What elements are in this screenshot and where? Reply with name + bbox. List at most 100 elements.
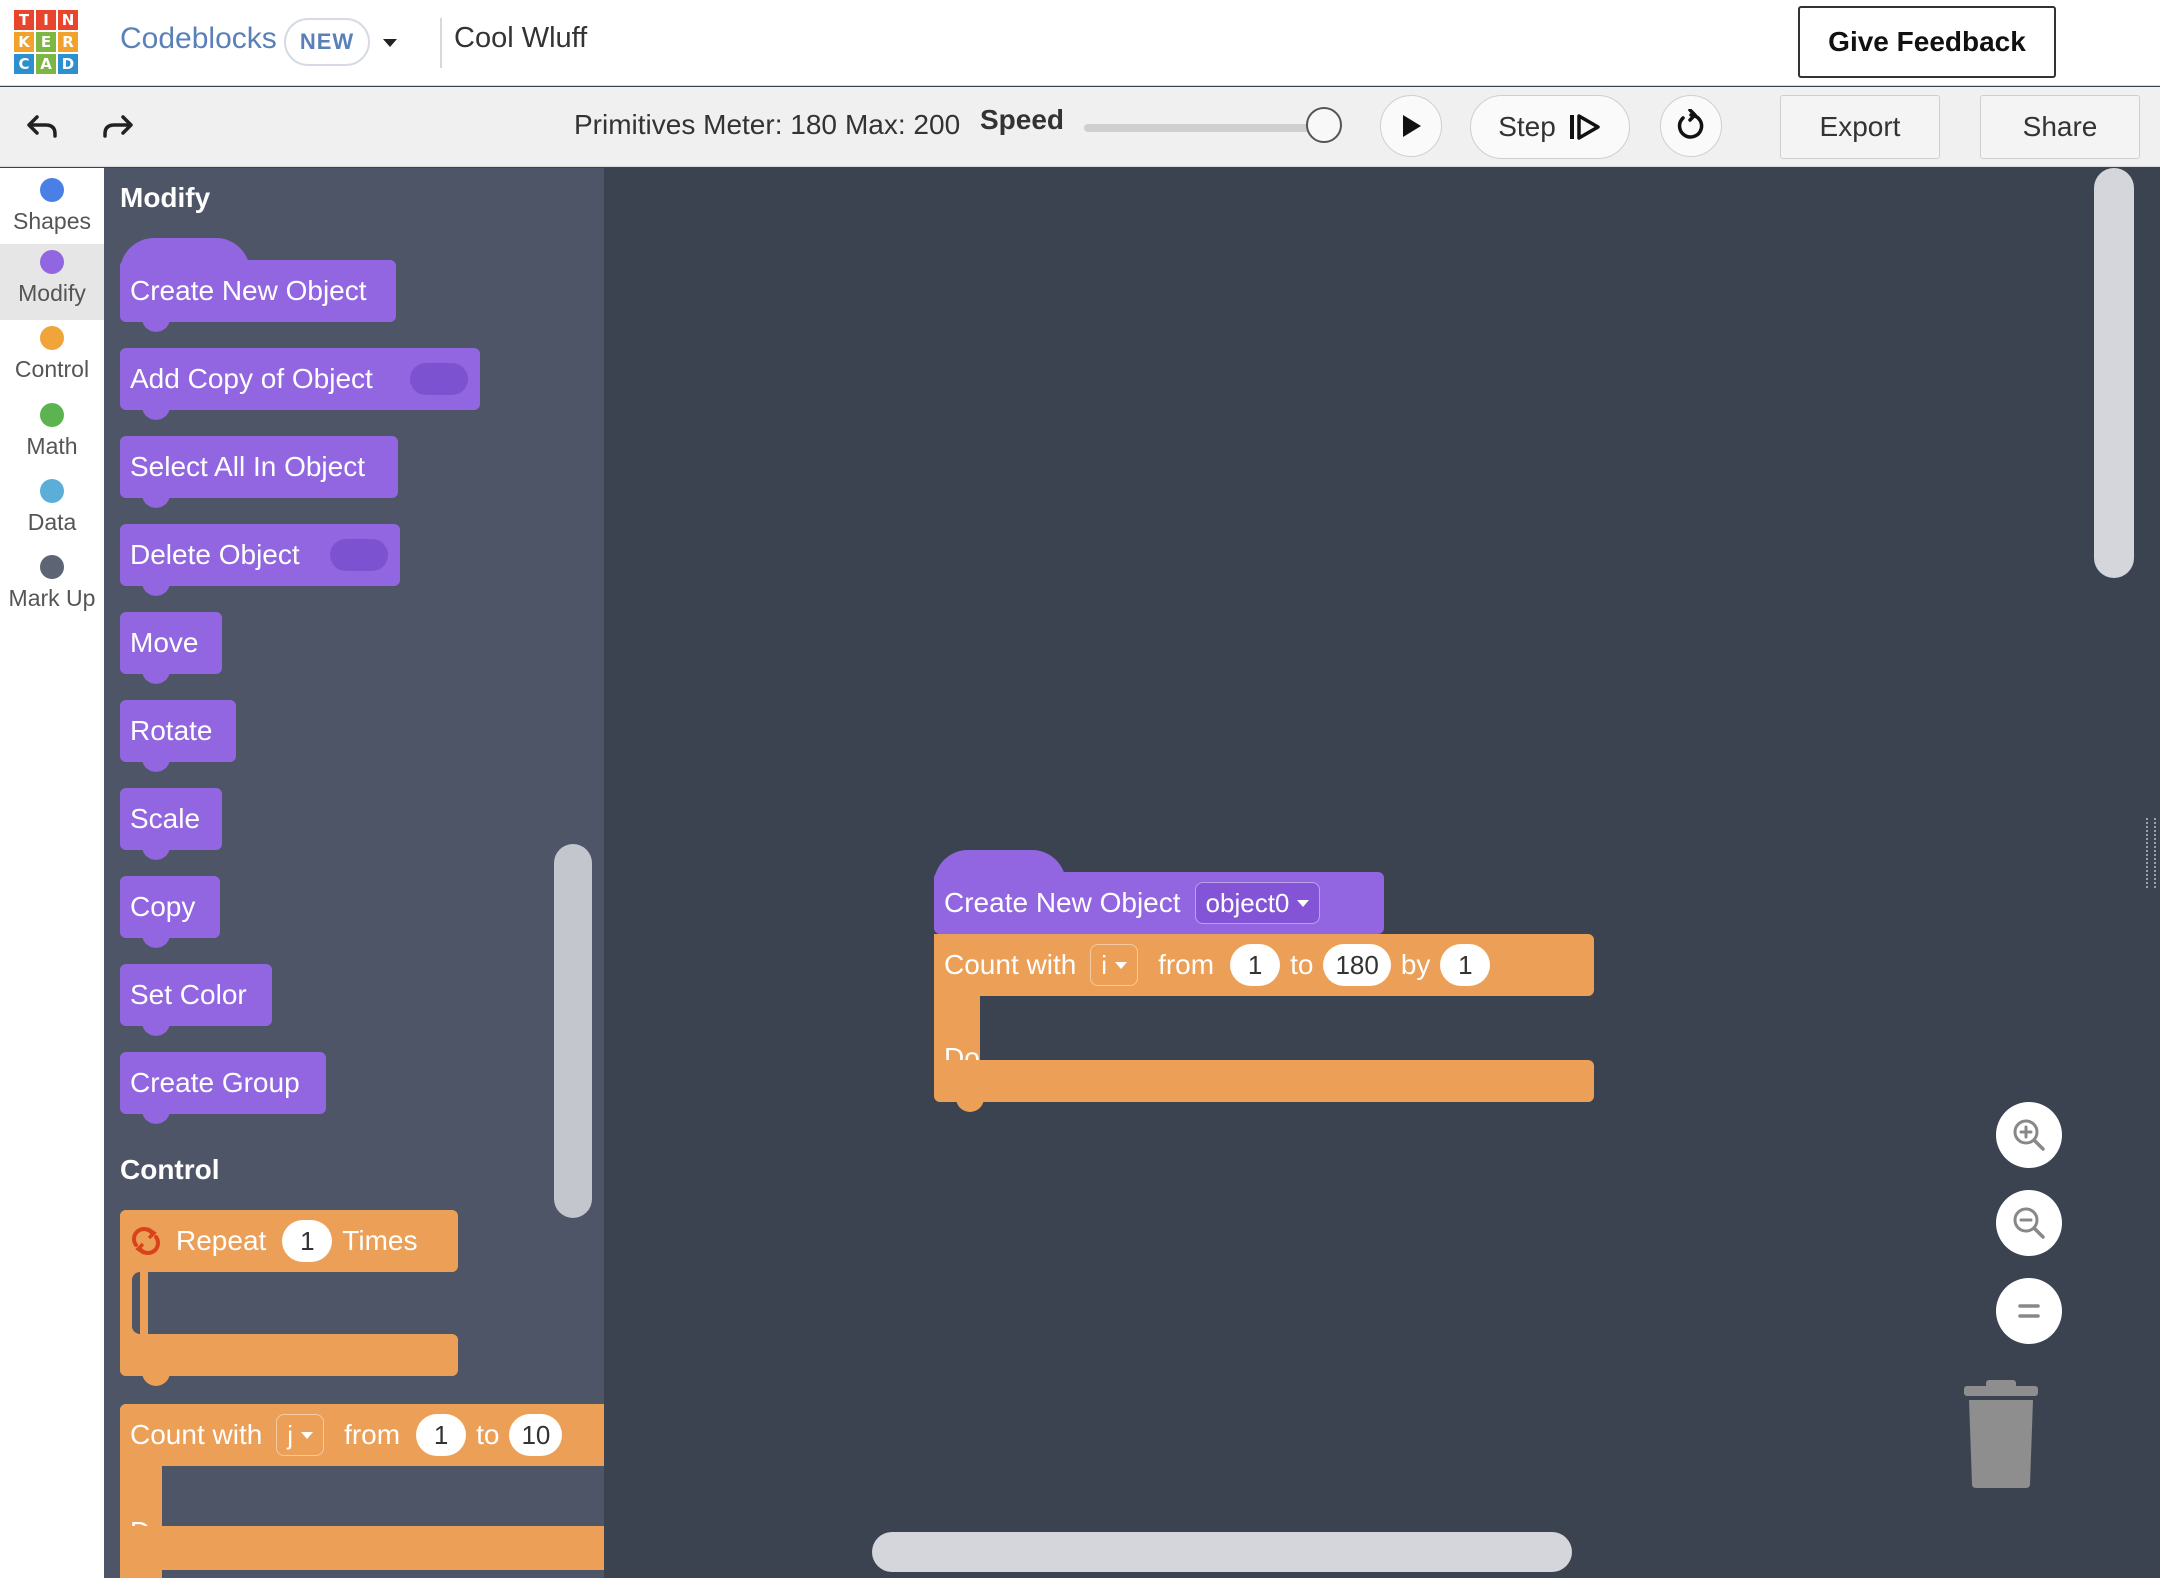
block-label: Add Copy of Object bbox=[130, 363, 373, 394]
resize-handle[interactable] bbox=[2146, 818, 2156, 888]
object-name-dropdown[interactable]: object0 bbox=[1194, 882, 1321, 924]
logo-letter: T bbox=[14, 10, 34, 30]
category-control[interactable]: Control bbox=[0, 320, 104, 396]
block-label: Scale bbox=[130, 803, 201, 834]
zoom-out-button[interactable] bbox=[1996, 1190, 2062, 1256]
project-name[interactable]: Cool Wluff bbox=[454, 22, 588, 54]
zoom-in-icon bbox=[2013, 1119, 2045, 1151]
category-dot bbox=[40, 250, 64, 274]
give-feedback-button[interactable]: Give Feedback bbox=[1798, 6, 2056, 78]
step-button[interactable]: Step bbox=[1470, 95, 1630, 159]
tinkercad-logo[interactable]: T I N K E R C A D bbox=[14, 10, 78, 74]
reset-icon bbox=[1677, 109, 1704, 139]
block-move[interactable]: Move bbox=[120, 612, 222, 684]
count-variable: j bbox=[287, 1419, 294, 1450]
section-title-modify: Modify bbox=[120, 182, 211, 213]
repeat-block-foot bbox=[120, 1334, 458, 1386]
block-label: Select All In Object bbox=[130, 451, 366, 482]
repeat-count-input[interactable]: 1 bbox=[282, 1220, 333, 1262]
logo-letter: K bbox=[14, 32, 34, 52]
chevron-down-icon bbox=[301, 1431, 314, 1439]
count-from-label: from bbox=[1158, 949, 1215, 980]
repeat-slot bbox=[132, 1272, 140, 1334]
play-button[interactable] bbox=[1380, 95, 1442, 157]
block-count-with[interactable]: Count with j from 1 to 10 bbox=[120, 1404, 604, 1466]
count-by-input[interactable]: 1 bbox=[1440, 944, 1491, 986]
ws-count-block-foot bbox=[934, 1060, 1594, 1112]
zoom-reset-icon bbox=[2018, 1304, 2040, 1318]
workspace-vertical-scrollbar[interactable] bbox=[2094, 168, 2134, 578]
block-repeat[interactable]: Repeat 1 Times bbox=[120, 1210, 458, 1272]
new-badge: NEW bbox=[284, 18, 370, 66]
logo-letter: D bbox=[58, 54, 78, 74]
block-set-color[interactable]: Set Color bbox=[120, 964, 272, 1036]
reset-button[interactable] bbox=[1660, 95, 1722, 157]
logo-letter: C bbox=[14, 54, 34, 74]
meter-value: Primitives Meter: 180 bbox=[574, 109, 837, 140]
count-from-input[interactable]: 1 bbox=[416, 1414, 467, 1456]
category-dot bbox=[40, 403, 64, 427]
category-label: Shapes bbox=[12, 208, 91, 234]
count-variable-dropdown[interactable]: j bbox=[276, 1414, 325, 1456]
category-shapes[interactable]: Shapes bbox=[0, 172, 104, 248]
category-label: Math bbox=[26, 433, 78, 459]
block-select-all-in-object[interactable]: Select All In Object bbox=[120, 436, 398, 508]
flyout-scrollbar[interactable] bbox=[554, 844, 592, 1218]
block-copy[interactable]: Copy bbox=[120, 876, 220, 948]
export-button[interactable]: Export bbox=[1780, 95, 1940, 159]
block-delete-object[interactable]: Delete Object bbox=[120, 524, 400, 596]
step-icon bbox=[1569, 114, 1600, 140]
count-to-label: to bbox=[476, 1419, 500, 1450]
workspace-horizontal-scrollbar[interactable] bbox=[872, 1532, 1572, 1572]
category-dot bbox=[40, 479, 64, 503]
meter-max: Max: 200 bbox=[844, 109, 961, 140]
block-categories: Shapes Modify Control Math Data Mark Up bbox=[0, 168, 104, 1578]
logo-letter: I bbox=[36, 10, 56, 30]
step-label: Step bbox=[1498, 111, 1556, 142]
count-from-input[interactable]: 1 bbox=[1230, 944, 1281, 986]
chevron-down-icon bbox=[1297, 899, 1310, 907]
block-create-group[interactable]: Create Group bbox=[120, 1052, 326, 1124]
share-button[interactable]: Share bbox=[1980, 95, 2140, 159]
block-label: Move bbox=[130, 627, 199, 658]
repeat-label: Repeat bbox=[176, 1225, 267, 1256]
count-to-input[interactable]: 180 bbox=[1323, 944, 1391, 986]
category-modify[interactable]: Modify bbox=[0, 244, 104, 320]
zoom-reset-button[interactable] bbox=[1996, 1278, 2062, 1344]
speed-slider-track[interactable] bbox=[1084, 124, 1324, 132]
block-create-new-object[interactable]: Create New Object bbox=[120, 260, 396, 332]
redo-icon[interactable] bbox=[96, 105, 140, 149]
repeat-icon bbox=[132, 1227, 160, 1255]
block-label: Create New Object bbox=[130, 275, 367, 306]
block-label: Copy bbox=[130, 891, 196, 922]
block-rotate[interactable]: Rotate bbox=[120, 700, 236, 772]
block-workspace[interactable]: Create New Object object0 Count with i f… bbox=[604, 168, 2160, 1578]
trash-icon[interactable] bbox=[1960, 1380, 2042, 1488]
category-mark-up[interactable]: Mark Up bbox=[0, 549, 104, 625]
logo-letter: E bbox=[36, 32, 56, 52]
block-scale[interactable]: Scale bbox=[120, 788, 222, 860]
category-math[interactable]: Math bbox=[0, 397, 104, 473]
header-divider bbox=[440, 18, 442, 68]
ws-block-create-new-object[interactable]: Create New Object object0 bbox=[934, 872, 1384, 944]
logo-letter: A bbox=[36, 54, 56, 74]
category-label: Data bbox=[27, 509, 77, 535]
app-header: T I N K E R C A D Codeblocks NEW Cool Wl… bbox=[0, 0, 2160, 86]
category-data[interactable]: Data bbox=[0, 473, 104, 549]
count-block-foot bbox=[120, 1526, 604, 1570]
count-to-label: to bbox=[1290, 949, 1314, 980]
count-variable-dropdown[interactable]: i bbox=[1090, 944, 1139, 986]
speed-slider-handle[interactable] bbox=[1306, 107, 1342, 143]
block-add-copy-of-object[interactable]: Add Copy of Object bbox=[120, 348, 480, 420]
count-to-input[interactable]: 10 bbox=[509, 1414, 563, 1456]
block-label: Rotate bbox=[130, 715, 213, 746]
undo-icon[interactable] bbox=[20, 105, 64, 149]
object-input-slot[interactable] bbox=[330, 539, 388, 571]
chevron-down-icon[interactable] bbox=[378, 28, 402, 56]
object-input-slot[interactable] bbox=[410, 363, 468, 395]
logo-letter: R bbox=[58, 32, 78, 52]
block-flyout: Modify Create New Object Add Copy of Obj… bbox=[104, 168, 604, 1578]
ws-block-count-with[interactable]: Count with i from 1 to 180 by 1 bbox=[934, 934, 1594, 996]
zoom-in-button[interactable] bbox=[1996, 1102, 2062, 1168]
